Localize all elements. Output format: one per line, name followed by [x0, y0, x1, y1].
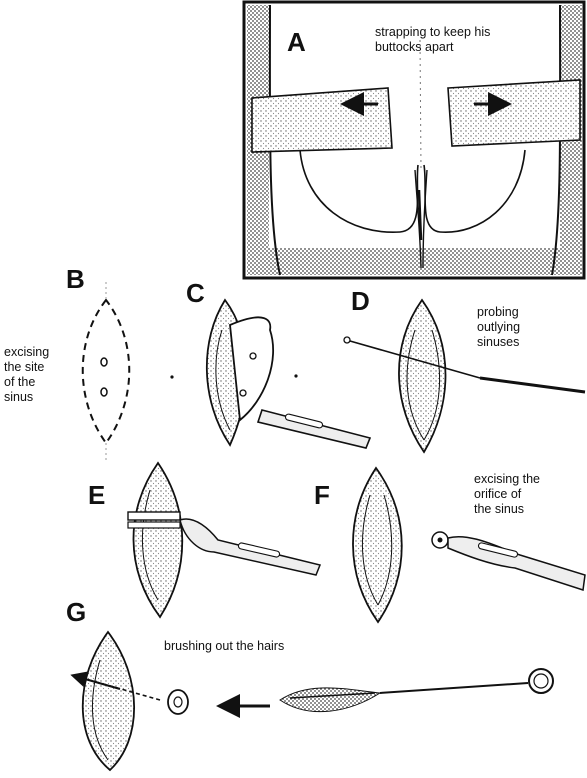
- panel-g-letter: G: [66, 599, 86, 625]
- panel-d-caption: probing outlying sinuses: [477, 305, 520, 350]
- panel-f-letter: F: [314, 482, 330, 508]
- panel-e-figure: [128, 463, 320, 617]
- panel-c-letter: C: [186, 280, 205, 306]
- caption-line: brushing out the hairs: [164, 639, 284, 654]
- panel-b-caption: excising the site of the sinus: [4, 345, 49, 405]
- caption-line: of the: [4, 375, 49, 390]
- caption-line: strapping to keep his: [375, 25, 490, 40]
- caption-line: sinuses: [477, 335, 520, 350]
- panel-g-figure: [78, 632, 553, 770]
- panel-b-letter: B: [66, 266, 85, 292]
- panel-a-letter: A: [287, 29, 306, 55]
- panel-f-caption: excising the orifice of the sinus: [474, 472, 540, 517]
- caption-line: sinus: [4, 390, 49, 405]
- panel-e-letter: E: [88, 482, 105, 508]
- panel-g-caption: brushing out the hairs: [164, 639, 284, 654]
- caption-line: excising the: [474, 472, 540, 487]
- caption-line: excising: [4, 345, 49, 360]
- caption-line: the sinus: [474, 502, 540, 517]
- panel-b-figure: [83, 282, 174, 460]
- panel-d-figure: [344, 300, 585, 452]
- panel-c-figure: [207, 300, 370, 448]
- panel-d-letter: D: [351, 288, 370, 314]
- caption-line: the site: [4, 360, 49, 375]
- panel-a-caption: strapping to keep his buttocks apart: [375, 25, 490, 55]
- caption-line: outlying: [477, 320, 520, 335]
- caption-line: probing: [477, 305, 520, 320]
- caption-line: orifice of: [474, 487, 540, 502]
- caption-line: buttocks apart: [375, 40, 490, 55]
- panel-f-figure: [353, 468, 585, 622]
